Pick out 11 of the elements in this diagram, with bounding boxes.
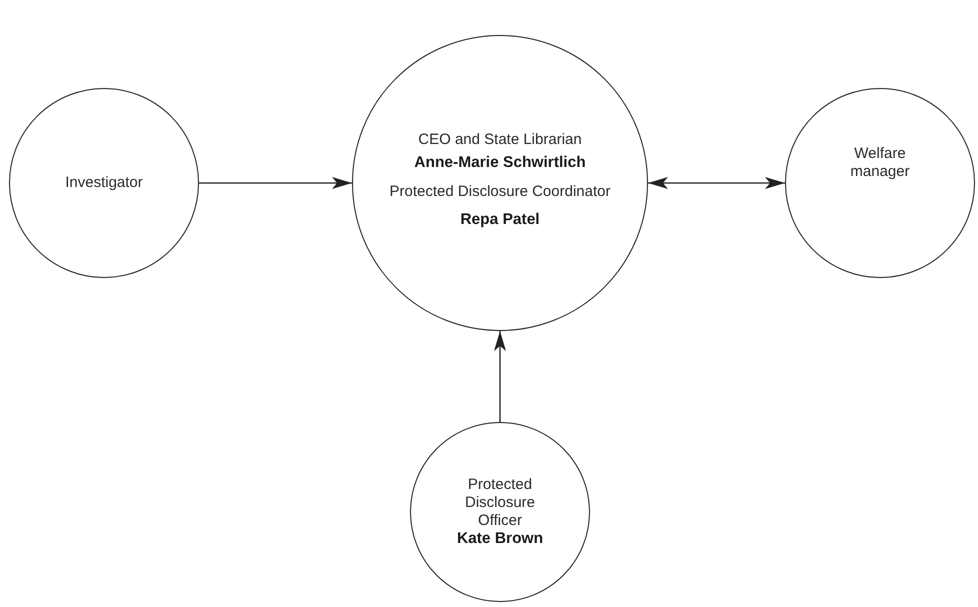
role-title: CEO and State Librarian xyxy=(418,131,582,150)
arrow xyxy=(648,177,785,189)
role-title: Protected Disclosure Officer xyxy=(464,476,536,530)
role-title: Investigator xyxy=(65,174,143,192)
arrow xyxy=(494,331,506,422)
person-name: Kate Brown xyxy=(456,530,544,548)
arrow xyxy=(199,177,352,189)
person-name: Repa Patel xyxy=(460,211,540,230)
role-title: Protected Disclosure Coordinator xyxy=(390,183,610,201)
person-name: Anne-Marie Schwirtlich xyxy=(414,154,586,173)
role-title: Welfare manager xyxy=(849,145,911,181)
